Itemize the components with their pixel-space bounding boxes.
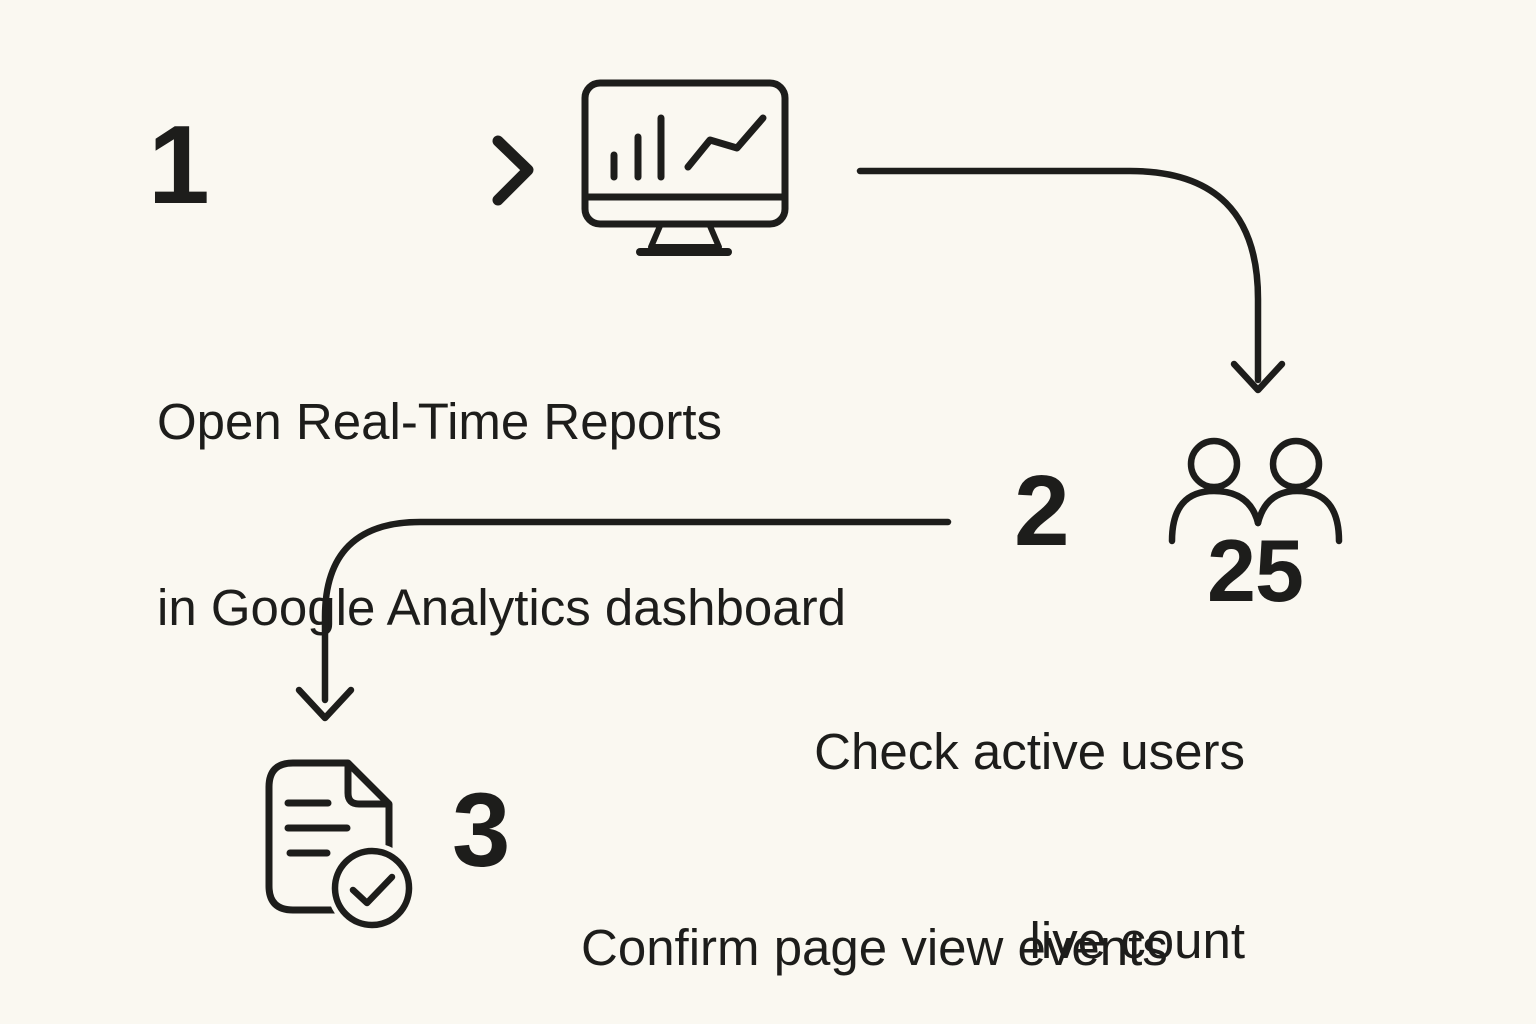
- user-head-left: [1191, 441, 1237, 487]
- monitor-analytics-icon: [573, 70, 795, 262]
- step-1-label: Open Real-Time Reports in Google Analyti…: [157, 267, 846, 763]
- bar-chart-glyph: [614, 118, 661, 177]
- step-2-label: Check active users live count: [745, 594, 1245, 1024]
- arrowhead-down: [299, 690, 351, 718]
- document-check-icon: [253, 748, 417, 933]
- check-circle-halo: [327, 843, 417, 933]
- document-text-lines: [288, 803, 347, 853]
- step-2-label-line-2: live count: [1029, 912, 1245, 969]
- checkmark-glyph: [353, 877, 392, 903]
- step-2-label-line-1: Check active users: [814, 723, 1245, 780]
- step-3-label-line-1: Confirm page view events: [581, 919, 1168, 976]
- user-shoulders-right: [1258, 491, 1339, 541]
- step-1-label-line-1: Open Real-Time Reports: [157, 393, 722, 450]
- arrow-step1-to-step2: [845, 155, 1285, 400]
- active-users-icon: [1158, 428, 1352, 550]
- step-1-number: 1: [148, 103, 210, 227]
- chevron-right-icon: [486, 128, 542, 212]
- step-1-label-line-2: in Google Analytics dashboard: [157, 579, 846, 636]
- live-count-value: 25: [1207, 521, 1304, 620]
- user-shoulders-left: [1172, 491, 1258, 541]
- check-circle: [335, 851, 409, 925]
- step-3-label: Confirm page view events match test load…: [581, 793, 1168, 1024]
- step-3-number: 3: [452, 772, 510, 889]
- user-head-right: [1273, 441, 1319, 487]
- document-fold-corner: [348, 763, 389, 804]
- step-2-number: 2: [1014, 455, 1070, 567]
- arrowhead-down: [1234, 364, 1282, 390]
- line-chart-glyph: [688, 118, 763, 167]
- arrow-step2-to-step3: [283, 498, 973, 738]
- monitor-stand: [651, 226, 719, 247]
